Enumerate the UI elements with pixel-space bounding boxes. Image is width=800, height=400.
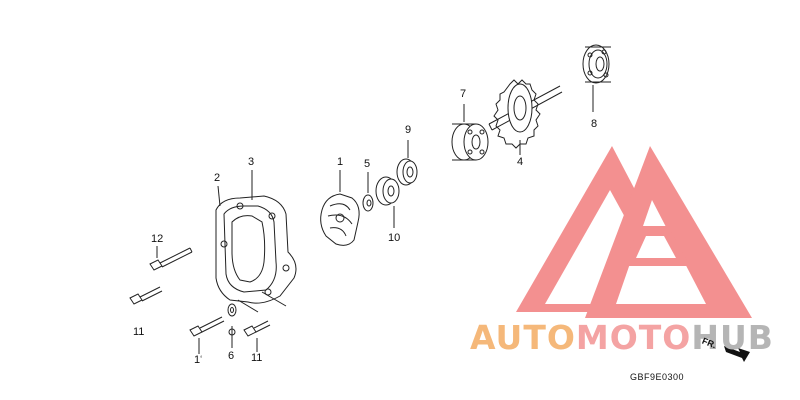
diagram-code: GBF9E0300 [630, 372, 685, 382]
seal-9-icon [396, 140, 418, 186]
pump-cover-icon [215, 170, 297, 313]
callout-1: 1 [337, 156, 344, 168]
bolt-11-right-icon [243, 320, 271, 352]
callout-1-bottom-text: 1 [194, 354, 201, 366]
callout-11-left: 11 [133, 326, 145, 338]
callout-9: 9 [405, 124, 412, 136]
callout-12: 12 [151, 233, 164, 245]
watermark-part-moto: MOTO [575, 318, 692, 357]
callout-8: 8 [591, 118, 598, 130]
bearing-8-icon [582, 44, 611, 112]
bearing-7-icon [451, 104, 489, 161]
impeller-1-icon [320, 170, 360, 246]
bolt-11-left-icon [129, 286, 163, 305]
washer-6-icon [227, 303, 237, 348]
callout-1-bottom: 1‘ [194, 354, 202, 366]
callout-11-right: 11 [251, 352, 263, 364]
callout-5: 5 [364, 158, 371, 170]
callout-6: 6 [228, 350, 235, 362]
callout-3: 3 [248, 156, 255, 168]
gear-shaft-4-icon [488, 79, 563, 155]
callout-10: 10 [388, 232, 401, 244]
watermark-logo-icon [516, 146, 752, 318]
seal-10-icon [375, 176, 400, 228]
direction-arrow-icon [724, 346, 750, 362]
washer-5-icon [362, 172, 374, 212]
callout-7: 7 [460, 88, 467, 100]
watermark-part-hub: HUB [691, 318, 774, 357]
watermark-text: AUTOMOTOHUB [470, 318, 774, 357]
callout-4: 4 [517, 156, 524, 168]
bolt-12-icon [149, 246, 193, 271]
watermark-part-auto: AUTO [470, 318, 576, 357]
bolt-1-bottom-icon [189, 316, 225, 354]
callout-1-bottom-mark: ‘ [200, 354, 203, 364]
callout-2: 2 [214, 172, 221, 184]
